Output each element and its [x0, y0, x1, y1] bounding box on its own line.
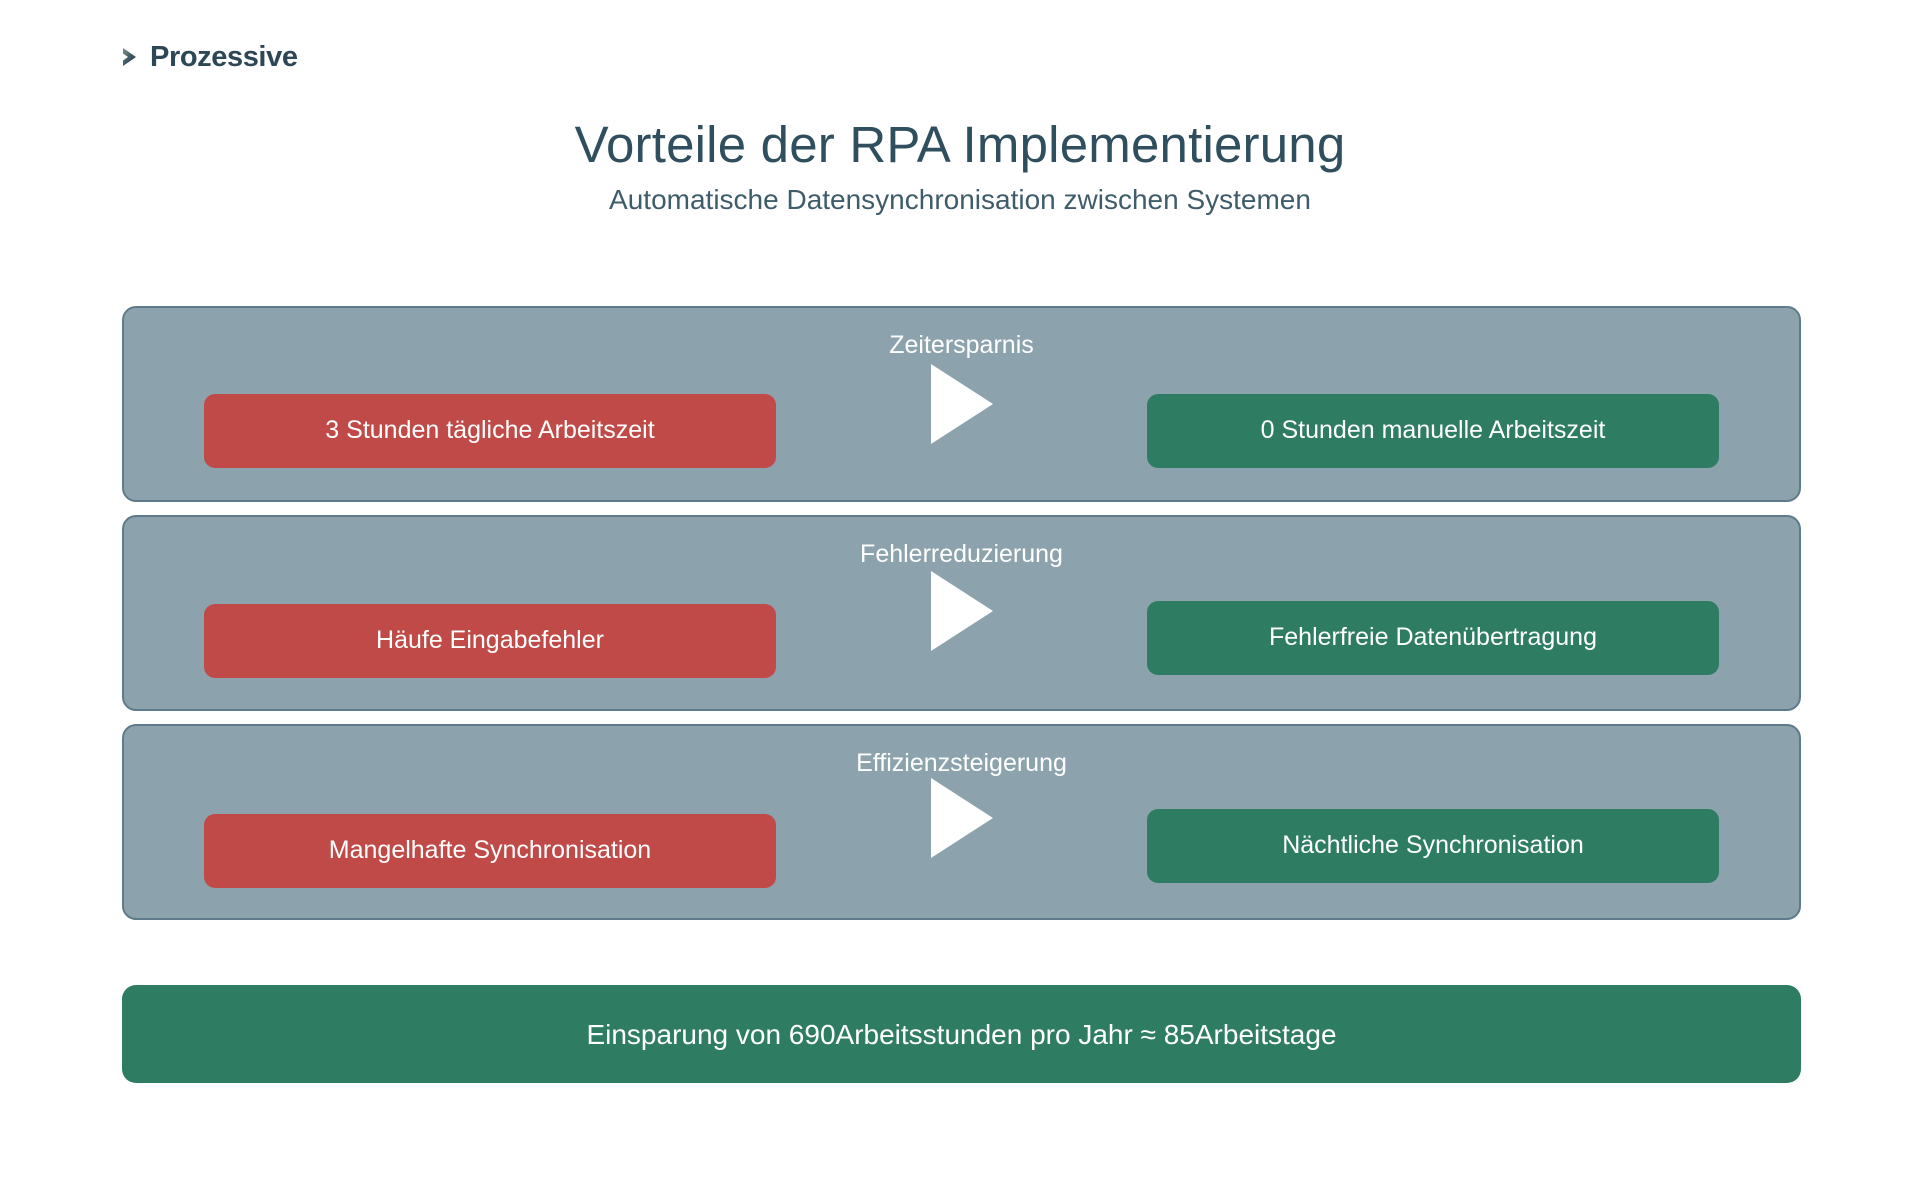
row-label: Zeitersparnis — [889, 331, 1034, 359]
row-body: Mangelhafte Synchronisation Nächtliche S… — [124, 794, 1799, 904]
chevron-right-logo-icon — [114, 40, 148, 74]
comparison-rows: Zeitersparnis 3 Stunden tägliche Arbeits… — [122, 306, 1801, 933]
before-state-chip: Mangelhafte Synchronisation — [204, 814, 776, 888]
page-subtitle: Automatische Datensynchronisation zwisch… — [609, 184, 1311, 216]
row-label: Fehlerreduzierung — [860, 540, 1063, 568]
comparison-row: Zeitersparnis 3 Stunden tägliche Arbeits… — [122, 306, 1801, 502]
page-header: Vorteile der RPA Implementierung Automat… — [0, 116, 1920, 217]
page-title: Vorteile der RPA Implementierung — [574, 116, 1346, 173]
after-state-chip: Fehlerfreie Datenübertragung — [1147, 601, 1719, 675]
row-body: Häufe Eingabefehler Fehlerfreie Datenübe… — [124, 585, 1799, 695]
after-state-chip: Nächtliche Synchronisation — [1147, 809, 1719, 883]
after-state-chip: 0 Stunden manuelle Arbeitszeit — [1147, 394, 1719, 468]
row-body: 3 Stunden tägliche Arbeitszeit 0 Stunden… — [124, 376, 1799, 486]
comparison-row: Fehlerreduzierung Häufe Eingabefehler Fe… — [122, 515, 1801, 711]
before-state-chip: Häufe Eingabefehler — [204, 604, 776, 678]
summary-banner: Einsparung von 690Arbeitsstunden pro Jah… — [122, 985, 1801, 1083]
brand-logo: Prozessive — [114, 40, 298, 74]
brand-name: Prozessive — [150, 40, 298, 73]
comparison-row: Effizienzsteigerung Mangelhafte Synchron… — [122, 724, 1801, 920]
row-label: Effizienzsteigerung — [856, 749, 1067, 777]
before-state-chip: 3 Stunden tägliche Arbeitszeit — [204, 394, 776, 468]
summary-text: Einsparung von 690Arbeitsstunden pro Jah… — [586, 1018, 1337, 1050]
